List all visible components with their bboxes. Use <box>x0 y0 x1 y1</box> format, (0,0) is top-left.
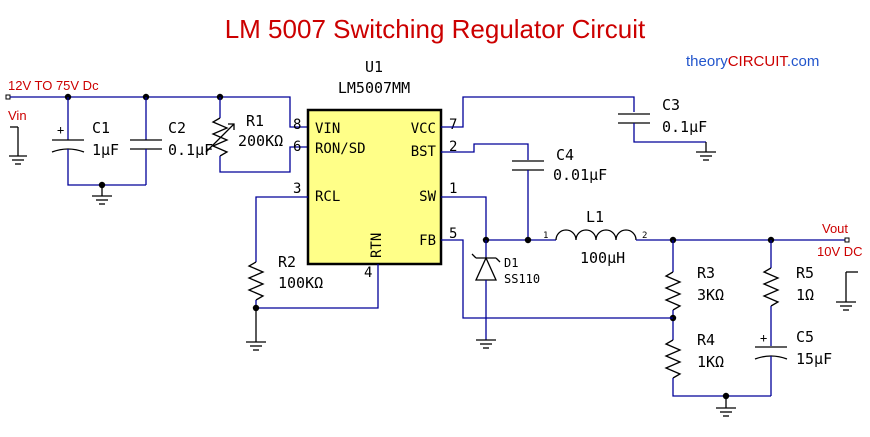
pin-fb-num: 5 <box>449 226 457 242</box>
brand-logo: theoryCIRCUIT.com <box>686 53 819 70</box>
l1-inductor: L1 100µH 1 2 <box>543 208 647 267</box>
pin-vcc-name: VCC <box>411 121 436 137</box>
brand-suffix: .com <box>787 53 820 70</box>
pin-ron-num: 6 <box>293 139 301 155</box>
pin-fb-name: FB <box>419 233 436 249</box>
r5-ref: R5 <box>796 264 814 282</box>
ic-part: LM5007MM <box>338 79 410 97</box>
brand-prefix: theory <box>686 53 728 70</box>
pin-vin-num: 8 <box>293 117 301 133</box>
r3-resistor: R3 3KΩ <box>664 240 724 340</box>
r1-resistor: R1 200KΩ <box>205 97 308 173</box>
ic-ref: U1 <box>365 58 383 76</box>
c1c2-ground-icon <box>92 185 112 205</box>
pin-vcc-num: 7 <box>449 117 457 133</box>
r2-ref: R2 <box>278 253 296 271</box>
r4-ref: R4 <box>697 331 715 349</box>
l1-pin1: 1 <box>543 231 548 241</box>
r3-ref: R3 <box>697 264 715 282</box>
input-range-label: 12V TO 75V Dc <box>8 78 99 93</box>
r1-value: 200KΩ <box>238 132 283 150</box>
d1-diode: D1 SS110 <box>471 240 540 340</box>
l1-ref: L1 <box>586 208 604 226</box>
pin-sw-name: SW <box>419 189 436 205</box>
r5-resistor: R5 1Ω <box>762 240 814 346</box>
c1-polarity: + <box>57 123 64 137</box>
brand-highlight: CIRCUIT <box>728 53 789 70</box>
pin-rcl-name: RCL <box>315 189 340 205</box>
vin-label: Vin <box>8 108 27 123</box>
c5-ref: C5 <box>796 328 814 346</box>
c3-value: 0.1µF <box>662 118 707 136</box>
c1-capacitor: + C1 1µF <box>51 97 146 186</box>
r1-ref: R1 <box>246 112 264 130</box>
pin-ron-name: RON/SD <box>315 141 366 157</box>
vin-ground-icon <box>9 126 27 165</box>
pin-bst-name: BST <box>411 144 437 160</box>
c5-value: 15µF <box>796 350 832 368</box>
vout-terminal <box>844 237 850 243</box>
l1-value: 100µH <box>580 249 625 267</box>
r3-value: 3KΩ <box>697 286 724 304</box>
diagram-title: LM 5007 Switching Regulator Circuit <box>225 14 646 44</box>
vout-label: Vout <box>822 221 848 236</box>
c2-capacitor: C2 0.1µF <box>130 97 213 185</box>
c5-polarity: + <box>760 331 767 345</box>
c4-capacitor: C4 0.01µF <box>512 146 607 240</box>
c1-value: 1µF <box>92 141 119 159</box>
vout-value: 10V DC <box>817 244 863 259</box>
c2-value: 0.1µF <box>168 141 213 159</box>
r2-value: 100KΩ <box>278 274 323 292</box>
pin-rcl-num: 3 <box>293 181 301 197</box>
pin-rtn-name: RTN <box>369 233 385 258</box>
r5-value: 1Ω <box>796 286 814 304</box>
ic-lm5007-body <box>306 108 443 266</box>
d1-value: SS110 <box>504 272 540 286</box>
d1-ref: D1 <box>504 256 518 270</box>
c3-ref: C3 <box>662 96 680 114</box>
r5-ground-icon <box>836 271 858 311</box>
r4-value: 1KΩ <box>697 353 724 371</box>
c4-value: 0.01µF <box>553 166 607 184</box>
r2-ground-icon <box>246 308 266 351</box>
r4-resistor: R4 1KΩ <box>664 331 771 397</box>
c5-capacitor: + C5 15µF <box>754 328 832 396</box>
c4-ref: C4 <box>556 146 574 164</box>
pin-vin-name: VIN <box>315 121 340 137</box>
output-ground-icon <box>716 396 736 417</box>
c3-capacitor: C3 0.1µF <box>618 96 707 143</box>
pin-bst-num: 2 <box>449 139 457 155</box>
vin-terminal <box>5 94 11 100</box>
c2-ref: C2 <box>168 119 186 137</box>
d1-ground-icon <box>476 339 496 349</box>
c3-ground-icon <box>696 142 716 161</box>
l1-pin2: 2 <box>642 231 647 241</box>
pin-sw-num: 1 <box>449 181 457 197</box>
r2-resistor: R2 100KΩ <box>247 253 323 301</box>
c1-ref: C1 <box>92 119 110 137</box>
pin-rtn-num: 4 <box>364 265 372 281</box>
